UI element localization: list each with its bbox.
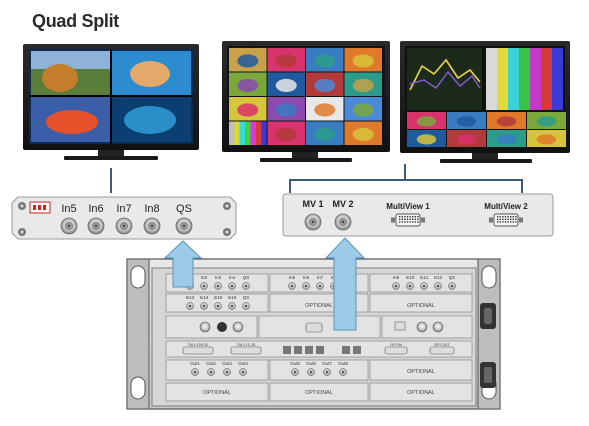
bnc-connector-in7	[115, 217, 133, 235]
chassis-row2-a-bnc-in14	[200, 302, 208, 310]
port-label-multiview-1: MultiView 1	[386, 202, 430, 211]
chassis-row1-c-label-in11: In11	[420, 275, 429, 280]
chassis-optional-row5: OPTIONAL	[407, 369, 435, 375]
chassis-row1-b-bnc-in6	[302, 282, 310, 290]
chassis-row1-c-bnc-in12	[434, 282, 442, 290]
chassis-row1-b-label-in6: In6	[303, 275, 310, 280]
chassis-row1-c-label-in9: In9	[393, 275, 400, 280]
chassis-row2-a-label-qs: QS	[243, 295, 250, 300]
chassis-row1-c-label-in10: In10	[406, 275, 415, 280]
chassis-row5-a-bnc-out1	[191, 368, 199, 376]
chassis-row5-a-bnc-out4	[239, 368, 247, 376]
chassis-row2-a-label-in15: In15	[214, 295, 223, 300]
bnc-connector-in5	[60, 217, 78, 235]
chassis-row1-a-label-in4: In4	[229, 275, 236, 280]
chassis-optional-row2-2: OPTIONAL	[407, 303, 435, 309]
port-label-mv-2: MV 2	[332, 199, 353, 209]
chassis-row5-a-label-out3: Out3	[222, 361, 232, 366]
dvi-connector-multiview-1	[391, 213, 425, 227]
chassis-row1-a-bnc-in2	[200, 282, 208, 290]
chassis-row5-a-label-out1: Out1	[190, 361, 200, 366]
chassis-optional-row6-2: OPTIONAL	[305, 390, 333, 396]
chassis-row1-a-label-in3: In3	[215, 275, 222, 280]
chassis-row1-c-label-qs: QS	[449, 275, 456, 280]
chassis-row1-c-label-in12: In12	[434, 275, 443, 280]
bnc-connector-mv-1	[304, 213, 322, 231]
bnc-connector-in6	[87, 217, 105, 235]
port-label-in6: In6	[88, 203, 103, 215]
chassis-row5-b-bnc-out6	[307, 368, 315, 376]
chassis-row2-a-label-in16: In16	[228, 295, 237, 300]
bnc-connector-in8	[143, 217, 161, 235]
chassis-row1-c-bnc-qs	[448, 282, 456, 290]
chassis-row2-a-label-in13: In13	[186, 295, 195, 300]
monitor-connector-lines	[110, 164, 523, 193]
monitor-multiview-2	[400, 41, 570, 163]
chassis-row5-a-label-out4: Out4	[238, 361, 248, 366]
chassis-optional-row6-3: OPTIONAL	[407, 390, 435, 396]
chassis-row1-b-bnc-in7	[316, 282, 324, 290]
chassis-row5-b-label-out5: Out5	[290, 361, 300, 366]
dvi-connector-multiview-2	[489, 213, 523, 227]
chassis-row1-b-label-in5: In5	[289, 275, 296, 280]
signal-arrow-multiview	[324, 237, 366, 331]
chassis-row5-b-label-out7: Out7	[322, 361, 332, 366]
monitor-quad-split	[23, 44, 199, 160]
port-label-multiview-2: MultiView 2	[484, 202, 528, 211]
chassis-row2-a-bnc-in16	[228, 302, 236, 310]
port-label-qs: QS	[176, 203, 192, 215]
chassis-optional-row6-1: OPTIONAL	[203, 390, 231, 396]
chassis-row1-b-bnc-in5	[288, 282, 296, 290]
chassis-row1-a-bnc-qs	[242, 282, 250, 290]
chassis-row1-a-label-in2: In2	[201, 275, 208, 280]
chassis-label-tally-29-32: TALLY29-32	[188, 343, 209, 347]
port-label-in8: In8	[144, 203, 159, 215]
chassis-row2-a-bnc-in13	[186, 302, 194, 310]
chassis-row1-c-bnc-in10	[406, 282, 414, 290]
port-label-in5: In5	[61, 203, 76, 215]
chassis-optional-row2-1: OPTIONAL	[305, 303, 333, 309]
chassis-row5-b-label-out8: Out8	[338, 361, 348, 366]
chassis-row5-a-label-out2: Out2	[206, 361, 216, 366]
chassis-row1-a-bnc-in4	[228, 282, 236, 290]
chassis-label-tally-1-28: TALLY1-28	[237, 343, 256, 347]
diagram-title: Quad Split	[32, 11, 120, 31]
chassis-row1-a-label-qs: QS	[243, 275, 250, 280]
monitor-multiview-1	[222, 41, 390, 162]
chassis-row1-b-label-in7: In7	[317, 275, 324, 280]
chassis-row5-b-bnc-out5	[291, 368, 299, 376]
chassis-row2-a-bnc-in15	[214, 302, 222, 310]
bnc-connector-qs	[175, 217, 193, 235]
port-label-in7: In7	[116, 203, 131, 215]
port-label-mv-1: MV 1	[302, 199, 323, 209]
chassis-row5-a-bnc-out2	[207, 368, 215, 376]
chassis-label-gpi-in: GPI IN	[390, 343, 402, 347]
chassis-row1-c-bnc-in9	[392, 282, 400, 290]
chassis-row1-c-bnc-in11	[420, 282, 428, 290]
chassis-label-gpi-out: GPI OUT	[434, 343, 450, 347]
chassis-row2-a-label-in14: In14	[200, 295, 209, 300]
chassis-row5-b-label-out6: Out6	[306, 361, 316, 366]
bnc-connector-mv-2	[334, 213, 352, 231]
chassis-row2-a-bnc-qs	[242, 302, 250, 310]
chassis-row5-b-bnc-out8	[339, 368, 347, 376]
chassis-row1-a-bnc-in3	[214, 282, 222, 290]
signal-arrow-quad-split	[163, 240, 203, 288]
chassis-row5-b-bnc-out7	[323, 368, 331, 376]
chassis-row5-a-bnc-out3	[223, 368, 231, 376]
